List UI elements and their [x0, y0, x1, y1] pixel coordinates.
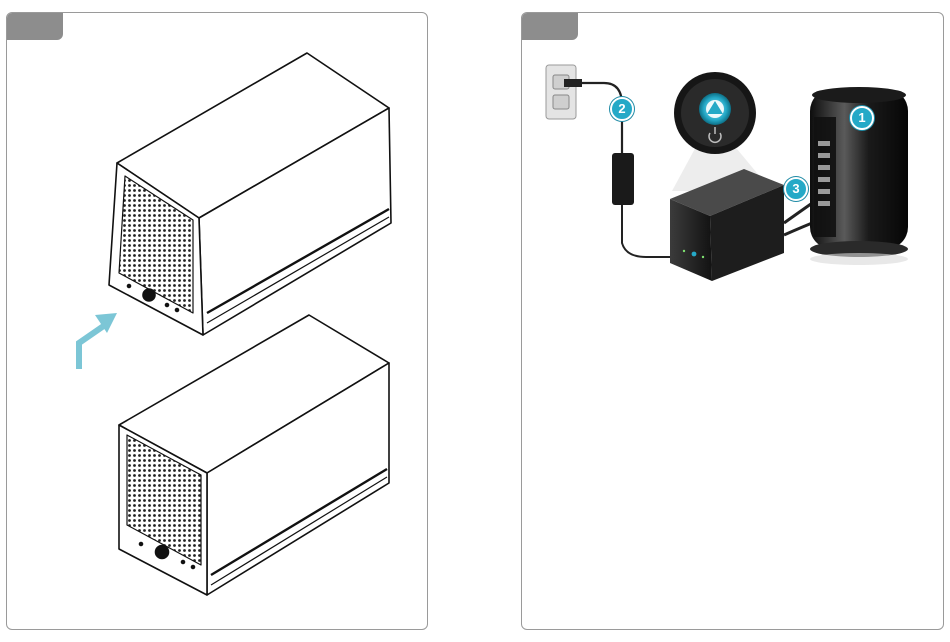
wall-outlet	[546, 65, 582, 119]
insert-arrow-icon	[79, 325, 105, 369]
callout-cable: 3	[784, 177, 808, 201]
connection-illustration	[522, 13, 944, 630]
enclosure-illustration	[7, 13, 428, 630]
callout-mac: 1	[850, 106, 874, 130]
right-instruction-panel: 1 2 3	[521, 12, 944, 630]
power-adapter	[612, 153, 634, 205]
left-instruction-panel	[6, 12, 428, 630]
power-button-zoom	[674, 72, 756, 154]
lower-enclosure	[119, 315, 389, 595]
upper-enclosure	[109, 53, 391, 335]
callout-power: 2	[610, 97, 634, 121]
